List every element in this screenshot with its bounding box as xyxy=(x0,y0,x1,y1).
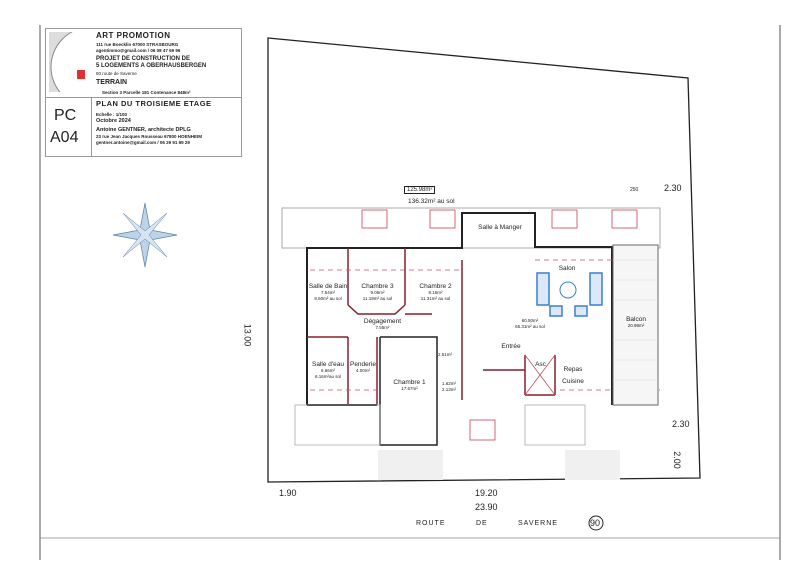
room-repas: Repas xyxy=(563,366,583,373)
exterior-walls xyxy=(306,212,613,405)
architect-address: 23 rue Jean Jacques Rousseau 67800 HOENH… xyxy=(96,134,203,139)
dim-bottom-total: 23.90 xyxy=(475,502,498,512)
parcel-info: Section 3 Parcelle 181 Contenance 848m² xyxy=(102,90,191,95)
dim-right-mid: 2.30 xyxy=(672,419,690,429)
dim-bottom-left: 1.90 xyxy=(279,488,297,498)
balcony-area xyxy=(612,244,659,406)
room-cuisine: Cuisine xyxy=(562,378,584,385)
street-number-circle xyxy=(588,515,604,531)
terrain-label: TERRAIN xyxy=(96,79,128,86)
sofa-set xyxy=(536,272,603,317)
company-logo xyxy=(49,32,91,92)
partition-walls xyxy=(307,248,556,405)
street-number: 90 xyxy=(590,518,601,528)
road-word-1: ROUTE xyxy=(416,520,446,527)
drawing-title: PLAN DU TROISIEME ETAGE xyxy=(96,99,212,108)
project-line-2: 5 LOGEMENTS A OBERHAUSBERGEN xyxy=(96,63,207,69)
small-area-2: 1.62m² xyxy=(442,381,457,386)
total-area: 125.98m² xyxy=(404,186,436,194)
company-address: 111 rue Boecklin 67000 STRASBOURG xyxy=(96,42,179,47)
coffee-table xyxy=(559,281,577,299)
small-area-1: 2.51m² xyxy=(438,352,453,357)
architect-name: Antoine GENTNER, architecte DPLG xyxy=(96,127,191,133)
road-word-3: SAVERNE xyxy=(518,520,558,527)
project-line-1: PROJET DE CONSTRUCTION DE xyxy=(96,56,191,62)
parcel-outline xyxy=(267,37,701,483)
date: Octobre 2024 xyxy=(96,118,131,124)
sheet-code-2: A04 xyxy=(50,129,79,146)
terrace-top xyxy=(281,207,661,249)
dim-bottom-mid: 19.20 xyxy=(475,488,498,498)
total-area-floor: 136.32m² au sol xyxy=(408,198,455,205)
project-address: 90 route de Saverne xyxy=(96,71,137,76)
room-salon: Salon xyxy=(558,265,576,272)
small-area-3: 2.13m² xyxy=(442,387,457,392)
dim-top-right-small: 250 xyxy=(630,187,639,193)
dim-top-right: 2.30 xyxy=(664,183,682,193)
architect-contact: gentner.antoine@gmail.com / 06 29 91 69 … xyxy=(96,140,190,145)
sheet-code-1: PC xyxy=(54,107,77,124)
compass-rose-icon xyxy=(112,202,178,268)
company-contact: agentimmo@gmail.com / 06 08 47 69 96 xyxy=(96,48,181,53)
room-salle-a-manger: Salle à Manger xyxy=(478,224,522,231)
company-name: ART PROMOTION xyxy=(96,31,171,40)
elevator: Asc xyxy=(535,361,546,368)
room-entree: Entrée xyxy=(501,343,521,350)
title-block: ART PROMOTION 111 rue Boecklin 67000 STR… xyxy=(45,28,242,157)
scale: Echelle : 1/100 xyxy=(96,112,128,117)
dim-left-side: 13.00 xyxy=(242,323,253,347)
road-word-2: DE xyxy=(476,520,488,527)
dim-right-bottom: 2.00 xyxy=(671,451,682,469)
